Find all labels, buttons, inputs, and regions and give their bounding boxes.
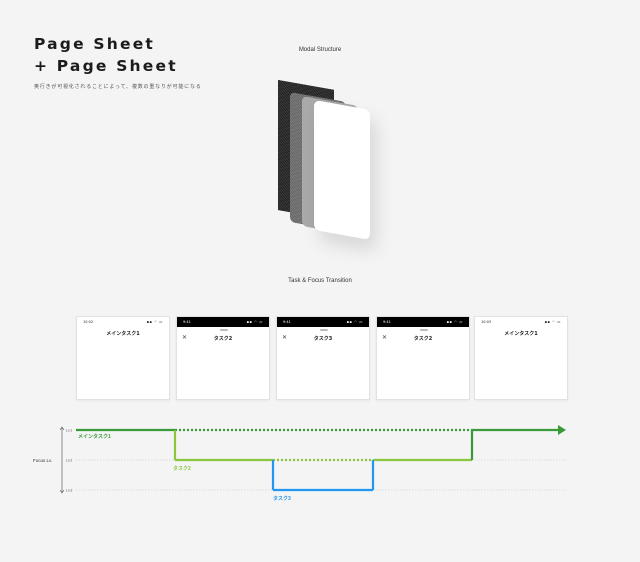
signal-wifi-battery-icon: ▪▪ ◠ ▭ bbox=[246, 320, 263, 324]
screen-title: タスク2 bbox=[213, 336, 233, 342]
modal-structure-label: Modal Structure bbox=[298, 47, 342, 53]
status-time: 9:41 bbox=[383, 320, 391, 324]
title-line-1: Page Sheet bbox=[34, 35, 156, 53]
grabber-handle[interactable] bbox=[220, 329, 228, 331]
status-bar: 9:41 ▪▪ ◠ ▭ bbox=[377, 317, 469, 327]
transition-label: Task & Focus Transition bbox=[288, 278, 352, 284]
modal-stack-illustration bbox=[270, 70, 390, 240]
phone-screen: 9:41 ▪▪ ◠ ▭ ✕ タスク3 bbox=[276, 316, 370, 400]
y-axis-arrow-bottom bbox=[59, 489, 65, 494]
signal-wifi-battery-icon: ▪▪ ◠ ▭ bbox=[446, 320, 463, 324]
y-axis-arrow-top bbox=[59, 426, 65, 431]
status-bar: 9:41 ▪▪ ◠ ▭ bbox=[177, 317, 269, 327]
sheet-body bbox=[377, 327, 469, 399]
screen-title: メインタスク1 bbox=[504, 331, 538, 337]
phone-screen: 10:03 ▪▪ ◠ ▭ メインタスク1 bbox=[474, 316, 568, 400]
sheet-body bbox=[277, 327, 369, 399]
close-icon[interactable]: ✕ bbox=[382, 334, 388, 341]
signal-wifi-battery-icon: ▪▪ ◠ ▭ bbox=[544, 320, 561, 324]
series-label: メインタスク1 bbox=[78, 433, 111, 440]
status-time: 9:41 bbox=[183, 320, 191, 324]
signal-wifi-battery-icon: ▪▪ ◠ ▭ bbox=[146, 320, 163, 324]
series-label: タスク2 bbox=[173, 465, 191, 472]
status-bar: 9:41 ▪▪ ◠ ▭ bbox=[277, 317, 369, 327]
status-bar: 10:03 ▪▪ ◠ ▭ bbox=[475, 317, 567, 327]
status-time: 9:41 bbox=[283, 320, 291, 324]
sheet-layer-top bbox=[314, 100, 370, 240]
close-icon[interactable]: ✕ bbox=[182, 334, 188, 341]
grabber-handle[interactable] bbox=[320, 329, 328, 331]
phone-screen: 9:41 ▪▪ ◠ ▭ ✕ タスク2 bbox=[176, 316, 270, 400]
phone-screen: 10:02 ▪▪ ◠ ▭ メインタスク1 bbox=[76, 316, 170, 400]
series-arrowhead bbox=[558, 425, 566, 435]
level-tick-label: Lv.3 bbox=[66, 489, 72, 493]
page-title: Page Sheet + Page Sheet bbox=[34, 33, 178, 77]
screen-title: タスク3 bbox=[313, 336, 333, 342]
signal-wifi-battery-icon: ▪▪ ◠ ▭ bbox=[346, 320, 363, 324]
sheet-body bbox=[177, 327, 269, 399]
title-line-2: + Page Sheet bbox=[34, 57, 178, 75]
status-time: 10:02 bbox=[83, 320, 94, 324]
status-time: 10:03 bbox=[481, 320, 492, 324]
page-subtitle: 奥行きが可視化されることによって、複数の重なりが可能になる bbox=[34, 84, 202, 90]
focus-chart: Focus Lv. Lv.1Lv.2Lv.3 メインタスク1 タスク2 タスク3 bbox=[33, 425, 566, 502]
y-axis-label: Focus Lv. bbox=[33, 458, 52, 463]
status-bar: 10:02 ▪▪ ◠ ▭ bbox=[77, 317, 169, 327]
close-icon[interactable]: ✕ bbox=[282, 334, 288, 341]
screen-title: タスク2 bbox=[413, 336, 433, 342]
level-tick-label: Lv.1 bbox=[66, 429, 72, 433]
phone-screen: 9:41 ▪▪ ◠ ▭ ✕ タスク2 bbox=[376, 316, 470, 400]
series-label: タスク3 bbox=[273, 495, 291, 502]
screen-title: メインタスク1 bbox=[106, 331, 140, 337]
level-tick-label: Lv.2 bbox=[66, 459, 72, 463]
grabber-handle[interactable] bbox=[420, 329, 428, 331]
